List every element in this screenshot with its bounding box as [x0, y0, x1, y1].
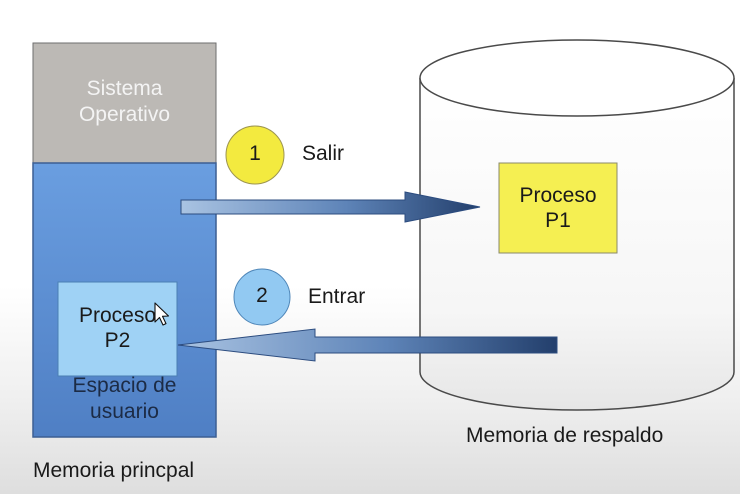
os-label-line1: Sistema [86, 77, 163, 100]
process-p2-label: Proceso P2 [58, 303, 177, 353]
process-p1-label-line1: Proceso [519, 184, 597, 207]
process-p1-label-line2: P1 [545, 209, 571, 232]
os-label: Sistema Operativo [33, 76, 216, 128]
step-1-number: 1 [249, 142, 261, 165]
step-1-label: Salir [302, 142, 345, 165]
user-space-label-line2: usuario [90, 400, 159, 423]
os-label-line2: Operativo [78, 103, 171, 126]
step-2-number: 2 [256, 284, 268, 307]
main-memory-caption: Memoria princpal [33, 459, 195, 482]
swap-out-arrow [180, 191, 481, 223]
mouse-cursor-icon [154, 302, 170, 326]
os-block [32, 42, 217, 164]
step-2-circle [233, 268, 291, 326]
user-space-label: Espacio de usuario [33, 373, 216, 425]
process-p2-label-line1: Proceso [78, 304, 157, 327]
process-p1-label: Proceso P1 [499, 183, 617, 233]
backing-store-caption: Memoria de respaldo [466, 424, 664, 447]
process-p1-box [498, 162, 618, 254]
swap-in-arrow [177, 328, 558, 362]
process-p2-box [57, 281, 178, 377]
step-1-circle [225, 125, 285, 185]
process-p2-label-line2: P2 [104, 329, 131, 352]
step-2-label: Entrar [308, 285, 366, 308]
user-space-label-line1: Espacio de [72, 374, 177, 397]
